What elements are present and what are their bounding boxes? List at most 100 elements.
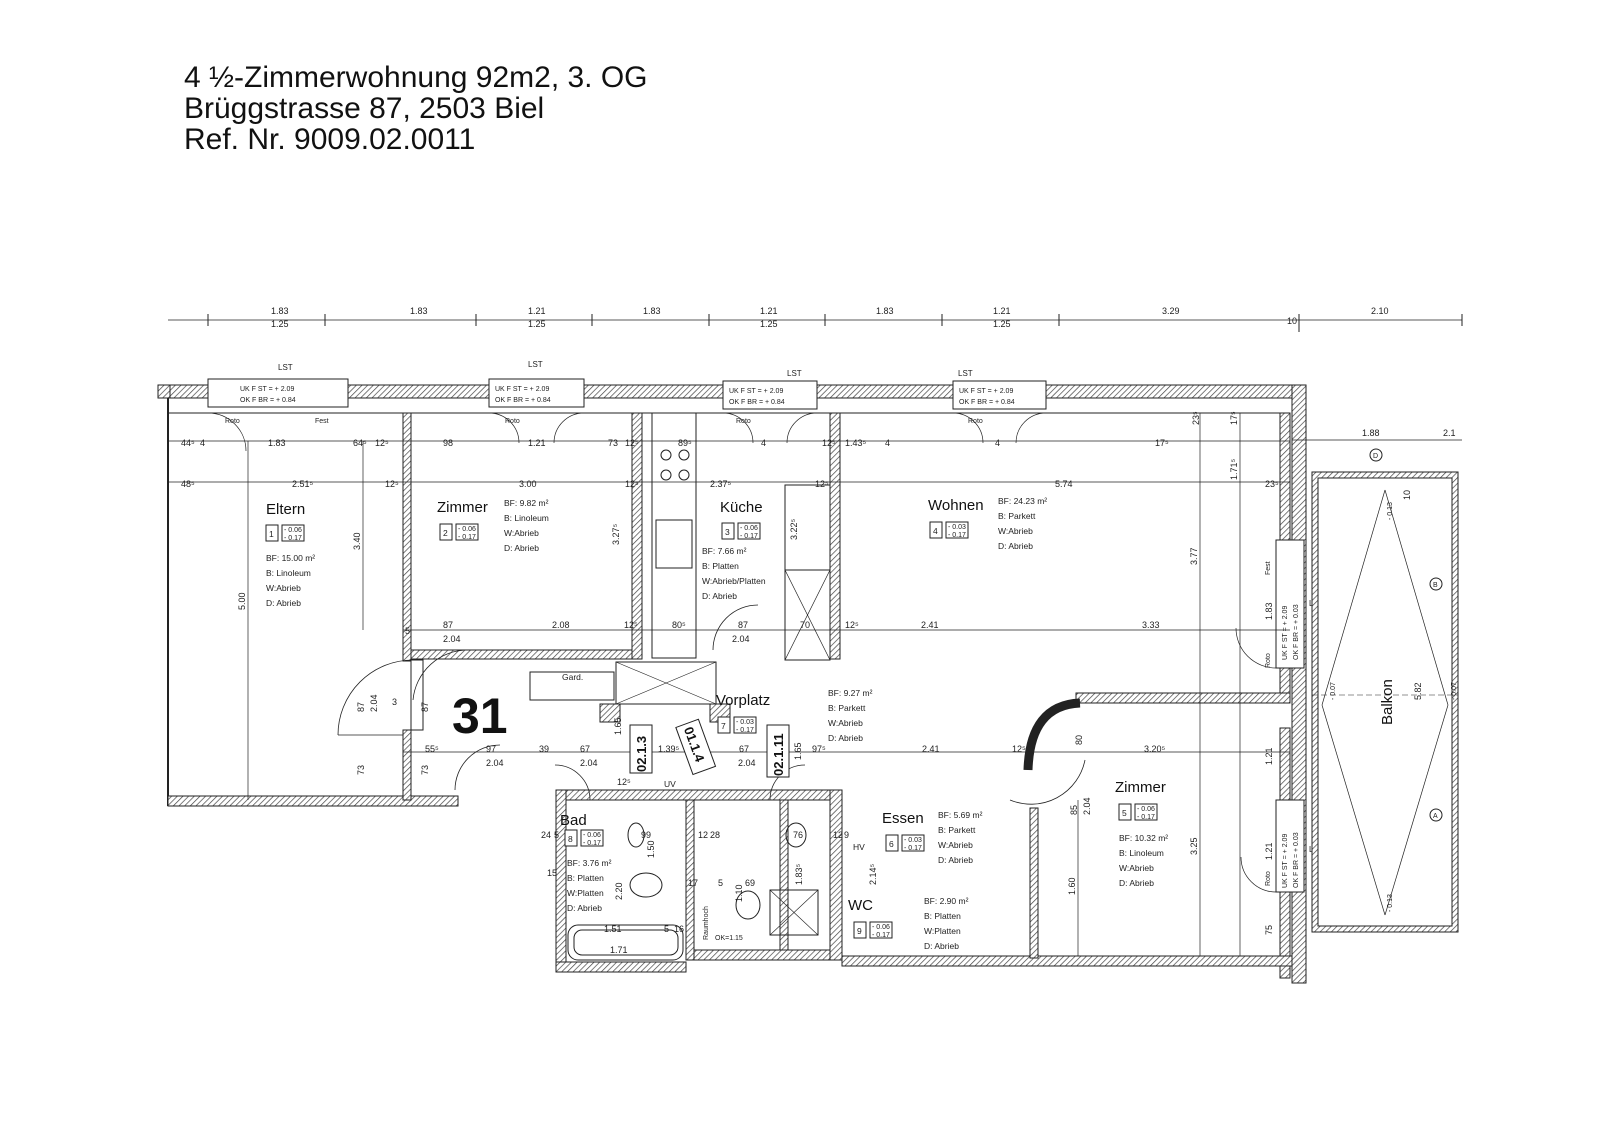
room-level: - 0.06 [1137,806,1155,813]
room-vorplatz: Vorplatz 7 - 0.03 - 0.17 BF: 9.27 m² B: … [716,688,873,743]
dim-top: 2.10 [1371,306,1389,316]
dim: 4 [995,438,1000,448]
dim-top: 1.83 [876,306,894,316]
dim: 12 [833,830,843,840]
dim: 97⁵ [812,744,826,754]
dim: 1.21 [528,438,546,448]
room-wall: W:Abrieb/Platten [702,576,766,586]
balcony-dim: 2.1 [1443,428,1456,438]
room-ceiling: D: Abrieb [266,598,301,608]
dim: 5 [405,626,410,636]
dim: 1.43⁵ [845,438,867,448]
dim: 67 [580,744,590,754]
dim: 3.22⁵ [789,518,799,540]
dim: 2.20 [614,882,624,900]
room-area: BF: 24.23 m² [998,496,1047,506]
window-uk: UK F ST = + 2.09 [495,386,549,393]
room-bad: Bad 8 - 0.06 - 0.17 BF: 3.76 m² B: Platt… [560,812,612,913]
room-level: - 0.17 [904,845,922,852]
window-fest: Fest [1265,561,1272,575]
dim: 1.65 [613,717,623,735]
room-name: Essen [882,810,924,827]
dim: 70 [800,620,810,630]
window-1: LST UK F ST = + 2.09 OK F BR = + 0.84 Ro… [207,363,349,452]
window-fest: Fest [315,418,329,425]
room-wall: W:Abrieb [266,583,301,593]
dim: 9 [844,830,849,840]
room-ceiling: D: Abrieb [828,733,863,743]
svg-text:02.1.3: 02.1.3 [634,736,649,772]
room-wall: W:Platten [567,888,604,898]
dim: 1.21 [1264,747,1274,765]
top-dimension-chain: 1.83 1.25 1.83 1.21 1.25 1.83 1.21 1.25 … [168,306,1463,332]
room-wall: W:Abrieb [828,718,863,728]
room-zimmer-2: Zimmer 2 - 0.06 - 0.17 BF: 9.82 m² B: Li… [437,498,549,553]
room-floor: B: Platten [702,561,739,571]
dim: 2.14⁵ [868,863,878,885]
dim: 12⁵ [625,438,639,448]
room-wc: WC 9 - 0.06 - 0.17 BF: 2.90 m² B: Platte… [848,896,969,951]
dim: 1.21 [1264,842,1274,860]
room-wall: W:Abrieb [1119,863,1154,873]
window-ok: OK F BR = + 0.03 [1293,604,1300,660]
room-zimmer-5: Zimmer 5 - 0.06 - 0.17 BF: 10.32 m² B: L… [1115,779,1168,888]
room-area: BF: 15.00 m² [266,553,315,563]
dim: 5.00 [237,592,247,610]
lst-label: LST [528,360,543,369]
room-wohnen: Wohnen 4 - 0.03 - 0.17 BF: 24.23 m² B: P… [928,496,1047,551]
dim: 69 [745,878,755,888]
window-ok: OK F BR = + 0.03 [1293,832,1300,888]
dim: 2.04 [486,758,504,768]
dim: 73 [356,765,366,775]
room-wall: W:Platten [924,926,961,936]
dim: 75 [1264,925,1274,935]
room-level: - 0.03 [948,524,966,531]
dim: 2.04 [580,758,598,768]
dim: 24 [541,830,551,840]
room-number: 1 [269,529,274,539]
title-block: 4 ½-Zimmerwohnung 92m2, 3. OG Brüggstras… [184,62,648,155]
dim: 12⁵ [625,479,639,489]
dim: 12⁵ [617,777,631,787]
dim: 4 [885,438,890,448]
side-window-upper: UK F ST = + 2.09 OK F BR = + 0.03 Roto F… [1235,539,1324,669]
room-ceiling: D: Abrieb [567,903,602,913]
room-level: - 0.17 [583,840,601,847]
room-wall: W:Abrieb [504,528,539,538]
dim: 12 [698,830,708,840]
room-ceiling: D: Abrieb [938,855,973,865]
dim: 73 [420,765,430,775]
walls [157,384,1307,984]
window-ok: OK F BR = + 0.84 [240,397,296,404]
balcony-slope: - 0.13 [1387,894,1394,912]
raumhoch-label: Raumhoch [703,906,710,940]
lst-label: LST [958,369,973,378]
room-eltern: Eltern 1 - 0.06 - 0.17 BF: 15.00 m² B: L… [265,501,315,608]
dim: 87 [356,702,366,712]
dim-top: 1.25 [528,319,546,329]
window-roto: Roto [968,418,983,425]
room-ceiling: D: Abrieb [504,543,539,553]
dim-top: 1.83 [410,306,428,316]
dim: 73 [608,438,618,448]
dim: 15 [547,868,557,878]
dim-top: 1.83 [271,306,289,316]
dim: 44⁵ [181,438,195,448]
room-name: Zimmer [437,499,488,516]
window-ok: OK F BR = + 0.84 [495,397,551,404]
balcony: Balkon 5.82 - 0.13 - 0.13 - 0.07 - 0.07 … [1292,428,1462,933]
window-roto: Roto [1265,871,1272,886]
room-ceiling: D: Abrieb [702,591,737,601]
window-uk: UK F ST = + 2.09 [1282,834,1289,888]
dim-top: 1.21 [760,306,778,316]
dim: 12⁵ [375,438,389,448]
room-number: 8 [568,834,573,844]
window-ok: OK F BR = + 0.84 [729,399,785,406]
room-area: BF: 2.90 m² [924,896,969,906]
dim: 3.20⁵ [1144,744,1166,754]
dim: 2.41 [921,620,939,630]
room-floor: B: Linoleum [504,513,549,523]
dim: 98 [443,438,453,448]
dim: 12⁵ [385,479,399,489]
dim: 1.71⁵ [1229,458,1239,480]
